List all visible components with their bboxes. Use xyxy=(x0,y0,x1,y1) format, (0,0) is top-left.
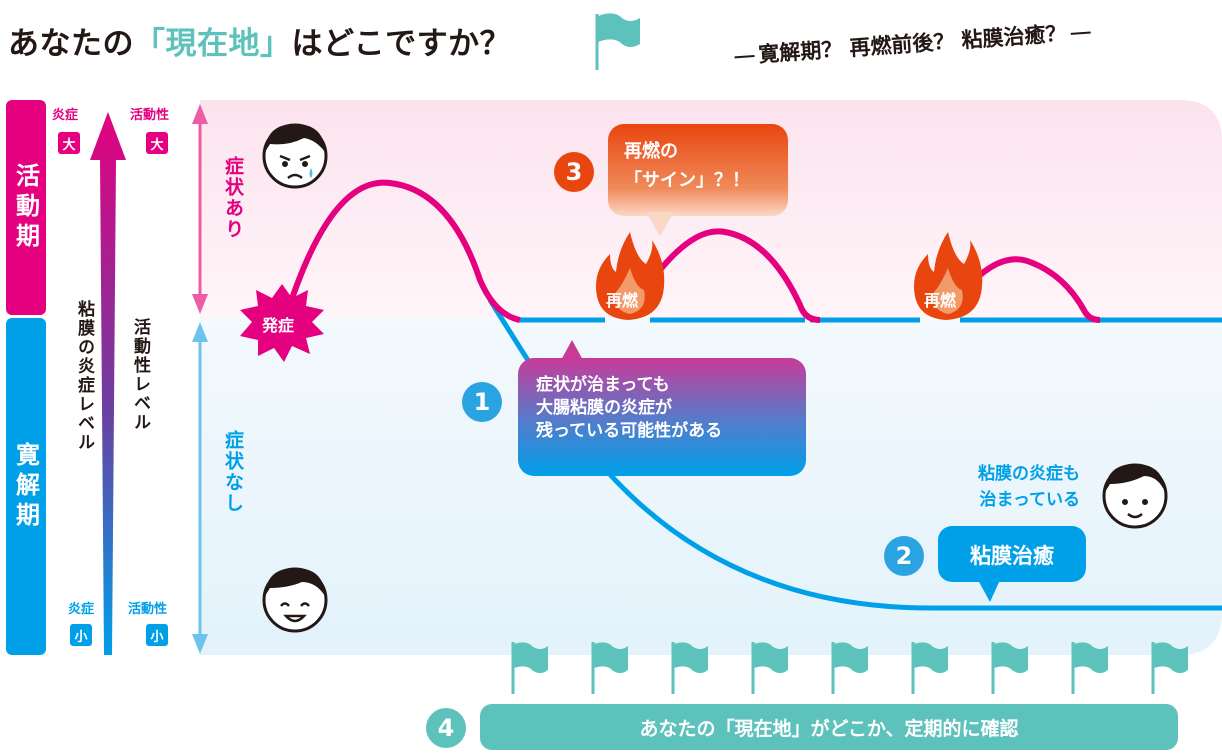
mucosa-level-label: 粘膜の炎症レベル xyxy=(74,300,94,452)
callout-2-number: 2 xyxy=(884,536,924,576)
title-flag-icon xyxy=(595,13,640,70)
callout-3-number: 3 xyxy=(554,152,594,192)
activity-curve-relapse-1 xyxy=(642,228,821,323)
phase-active: 活動期 xyxy=(6,100,46,315)
activity-top-label: 活動性 xyxy=(130,108,170,123)
symptom-present-label: 症状あり xyxy=(222,156,244,240)
flag-icon-row xyxy=(511,642,1188,694)
callout-2-label: 粘膜治癒 xyxy=(970,544,1054,568)
callout-3-text: 再燃の 「サイン」？！ xyxy=(624,141,750,191)
callout-1-number: 1 xyxy=(462,382,502,422)
callout-4-number: 4 xyxy=(426,708,466,748)
starburst-icon xyxy=(240,284,324,362)
page-title: あなたの「現在地」はどこですか？ xyxy=(8,26,512,62)
callout-4-bar: あなたの「現在地」がどこか、定期的に確認 xyxy=(480,704,1178,750)
relapse-label-2: 再燃 xyxy=(924,291,957,310)
flame-icon xyxy=(596,232,665,320)
callout-2-bubble xyxy=(938,526,1086,582)
callout-3-bubble xyxy=(608,124,788,216)
activity-curve-onset xyxy=(282,179,521,323)
inflammation-bottom-badge: 小 xyxy=(70,624,92,646)
inflammation-bottom-label: 炎症 xyxy=(68,602,95,617)
level-arrow xyxy=(90,112,126,655)
relapse-label-1: 再燃 xyxy=(606,291,639,310)
activity-level-label: 活動性レベル xyxy=(130,318,150,432)
activity-bottom-badge: 小 xyxy=(146,624,168,646)
inflammation-top-label: 炎症 xyxy=(52,108,79,123)
face-smile-icon xyxy=(262,567,328,633)
face-worried-icon xyxy=(262,123,328,189)
activity-top-badge: 大 xyxy=(146,132,168,154)
symptom-arrow-top xyxy=(192,104,208,314)
symptom-arrow-bottom xyxy=(192,322,208,654)
face-calm-icon xyxy=(1102,463,1168,529)
inflammation-top-badge: 大 xyxy=(58,132,80,154)
callout-1-text: 症状が治まっても 大腸粘膜の炎症が 残っている可能性がある xyxy=(536,375,723,441)
symptom-absent-label: 症状なし xyxy=(222,430,244,514)
activity-bottom-label: 活動性 xyxy=(128,602,168,617)
phase-remission: 寛解期 xyxy=(6,318,46,655)
callout-2-note: 粘膜の炎症も 治まっている xyxy=(978,464,1080,510)
callout-1-bubble xyxy=(518,358,806,476)
flame-icon xyxy=(914,232,983,320)
activity-curve-relapse-2 xyxy=(962,256,1101,323)
onset-label: 発症 xyxy=(262,316,295,335)
